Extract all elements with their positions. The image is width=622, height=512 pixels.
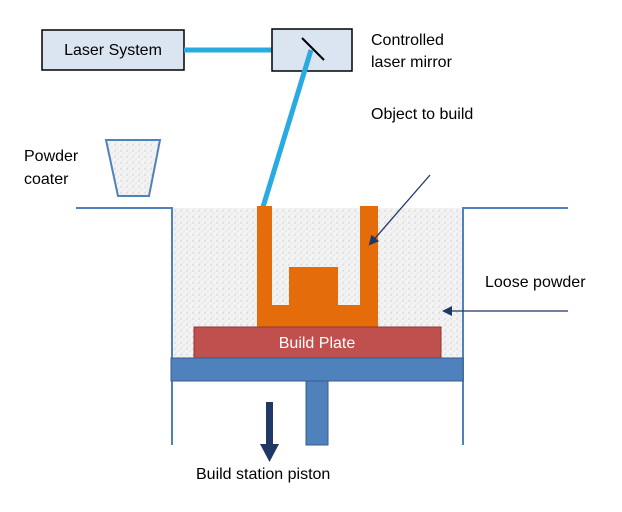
controlled-mirror-label-line1: Controlled <box>371 32 444 49</box>
mirror-box <box>271 28 353 72</box>
build-station-piston-label: Build station piston <box>196 466 330 483</box>
piston-rod <box>305 380 329 446</box>
piston-platform <box>170 357 464 382</box>
loose-powder-label: Loose powder <box>485 274 586 291</box>
laser-system-box: Laser System <box>41 29 185 71</box>
powder-coater-label-line2: coater <box>24 171 69 188</box>
object-pointer-arrow <box>368 174 431 246</box>
powder-coater-hopper <box>104 139 162 197</box>
diagonal-mirror-icon <box>301 37 325 61</box>
powder-coater-label-line1: Powder <box>24 148 79 165</box>
build-plate-label: Build Plate <box>279 335 356 352</box>
controlled-mirror-label-line2: laser mirror <box>371 54 453 71</box>
build-object <box>257 206 378 327</box>
build-plate: Build Plate <box>193 326 442 359</box>
laser-beam-diagonal <box>260 49 314 208</box>
object-to-build-label: Object to build <box>371 106 473 123</box>
arrow-down-icon <box>260 402 279 462</box>
laser-system-label: Laser System <box>64 42 162 59</box>
